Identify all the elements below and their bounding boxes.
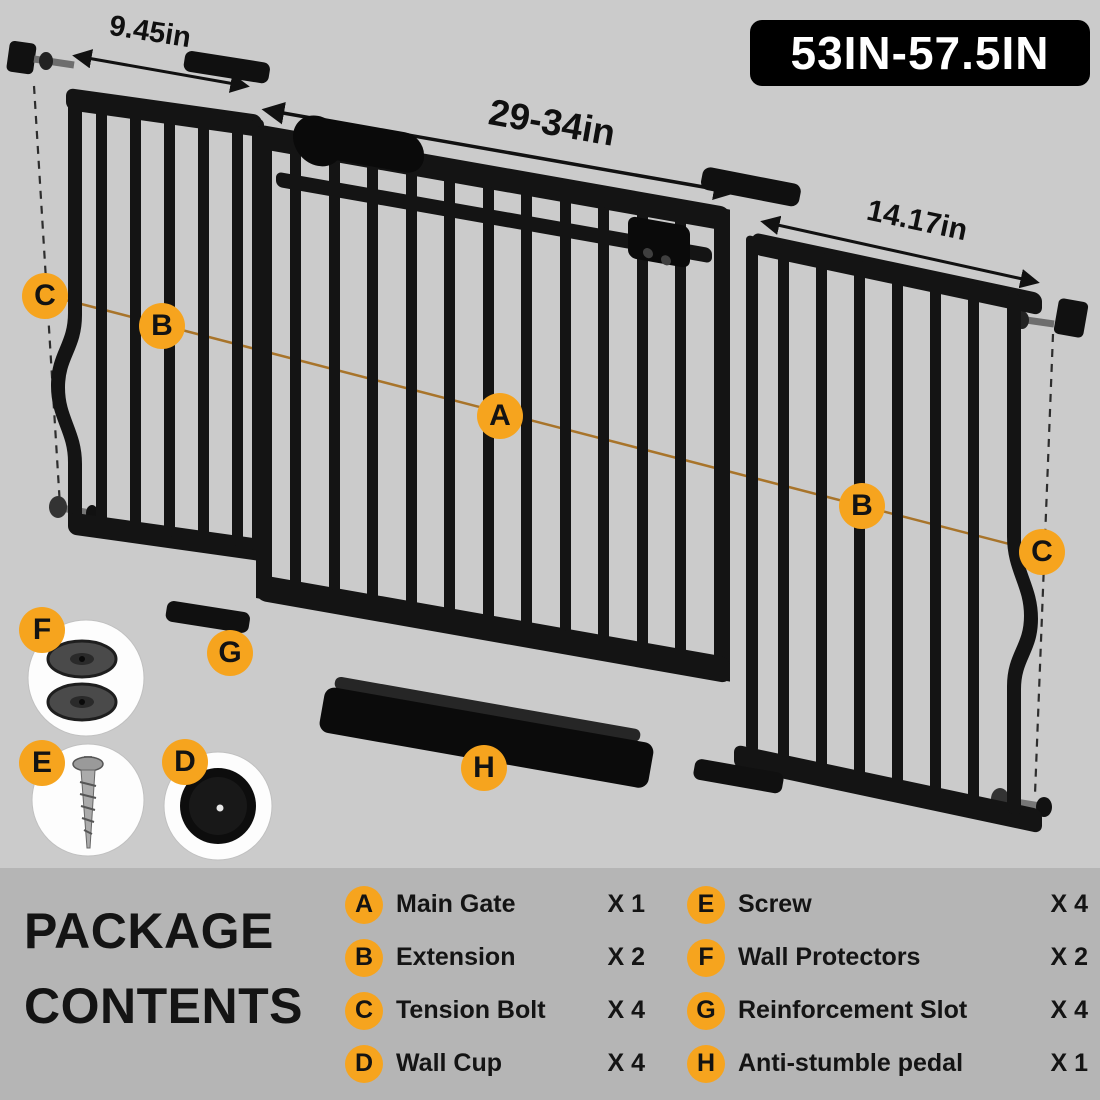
gate-latch <box>628 216 690 268</box>
extension-panel-right <box>734 233 1042 833</box>
reinforcement-slot-top-right <box>700 167 801 207</box>
item-quantity: X 1 <box>607 890 645 918</box>
package-contents-section: PACKAGE CONTENTS A Main Gate X 1 B Exten… <box>0 868 1100 1100</box>
extension-panel-left <box>50 88 266 561</box>
package-title-line1: PACKAGE <box>24 903 274 959</box>
item-label: Extension <box>396 943 516 971</box>
item-label: Wall Protectors <box>738 943 921 971</box>
reinforcement-slot-bottom-right <box>693 759 784 794</box>
package-item-main-gate: A Main Gate X 1 <box>345 878 645 931</box>
item-label: Main Gate <box>396 890 516 918</box>
item-label: Reinforcement Slot <box>738 996 968 1024</box>
package-item-tension-bolt: C Tension Bolt X 4 <box>345 984 645 1037</box>
package-item-screw: E Screw X 4 <box>687 878 1088 931</box>
item-letter-badge: B <box>345 938 383 977</box>
item-letter-badge: D <box>345 1044 383 1083</box>
size-range-badge: 53IN-57.5IN <box>750 20 1090 86</box>
callout-tension-bolt-right: C <box>1019 529 1065 575</box>
item-label: Wall Cup <box>396 1049 503 1077</box>
callout-wall-cup: D <box>162 739 208 785</box>
callout-reinforcement-slot: G <box>207 630 253 676</box>
item-letter-badge: H <box>687 1044 725 1083</box>
item-letter-badge: A <box>345 885 383 924</box>
item-quantity: X 4 <box>607 1049 645 1077</box>
dimension-arrow-right <box>760 215 1040 289</box>
item-label: Anti-stumble pedal <box>738 1049 964 1077</box>
package-item-wall-cup: D Wall Cup X 4 <box>345 1037 645 1090</box>
item-letter-badge: G <box>687 991 725 1030</box>
tension-bolt-top-right <box>1011 298 1089 338</box>
callout-anti-stumble-pedal: H <box>461 745 507 791</box>
item-letter-badge: C <box>345 991 383 1030</box>
item-label: Screw <box>738 890 812 918</box>
package-title-line2: CONTENTS <box>24 978 303 1034</box>
package-item-wall-protectors: F Wall Protectors X 2 <box>687 931 1088 984</box>
callout-screw: E <box>19 740 65 786</box>
package-item-reinforcement-slot: G Reinforcement Slot X 4 <box>687 984 1088 1037</box>
item-quantity: X 2 <box>1050 943 1088 971</box>
reinforcement-slot-bottom-left <box>165 601 250 633</box>
item-quantity: X 1 <box>1050 1049 1088 1077</box>
callout-extension-left: B <box>139 303 185 349</box>
anti-stumble-pedal <box>319 676 654 788</box>
item-quantity: X 4 <box>1050 996 1088 1024</box>
item-label: Tension Bolt <box>396 996 546 1024</box>
item-letter-badge: F <box>687 938 725 977</box>
package-item-anti-stumble-pedal: H Anti-stumble pedal X 1 <box>687 1037 1088 1090</box>
callout-extension-right: B <box>839 483 885 529</box>
gate-illustration <box>6 40 1089 861</box>
item-quantity: X 4 <box>607 996 645 1024</box>
callout-wall-protectors: F <box>19 607 65 653</box>
dimension-arrow-left <box>72 49 250 93</box>
wall-protectors-icon <box>27 619 145 737</box>
package-item-extension: B Extension X 2 <box>345 931 645 984</box>
gate-handle <box>293 115 424 173</box>
item-quantity: X 2 <box>607 943 645 971</box>
package-contents-title: PACKAGE CONTENTS <box>24 894 303 1044</box>
item-letter-badge: E <box>687 885 725 924</box>
reinforcement-slot-top-left <box>183 51 270 84</box>
item-quantity: X 4 <box>1050 890 1088 918</box>
tension-bolt-top-left <box>6 40 75 75</box>
callout-tension-bolt-left: C <box>22 273 68 319</box>
callout-main-gate: A <box>477 393 523 439</box>
package-items-grid: A Main Gate X 1 B Extension X 2 C Tensio… <box>345 878 1088 1090</box>
